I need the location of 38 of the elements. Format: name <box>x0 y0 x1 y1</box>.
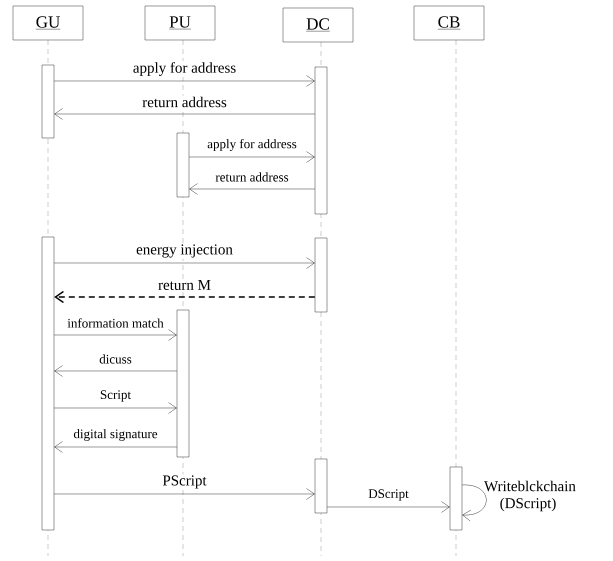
activation-bar <box>314 238 328 312</box>
message-arrow <box>54 488 315 500</box>
message-arrow <box>54 75 315 87</box>
participant-box: DC <box>282 8 354 42</box>
message-label: PScript <box>161 474 208 490</box>
message-label: information match <box>66 317 165 329</box>
message-label: return address <box>214 171 290 183</box>
participant-box: PU <box>144 6 216 40</box>
activation-bar <box>42 236 54 530</box>
message-arrow <box>54 402 177 414</box>
activation-bar <box>176 132 190 198</box>
message-arrow <box>54 329 177 341</box>
message-label: DScript <box>367 488 410 502</box>
self-message-arrow <box>462 484 486 522</box>
message-arrow <box>54 365 177 377</box>
activation-bar <box>42 64 54 138</box>
message-arrow <box>327 501 450 513</box>
message-label: digital signature <box>72 428 159 442</box>
participant-box: GU <box>12 6 84 40</box>
activation-bar <box>314 458 328 514</box>
message-label: energy injection <box>135 243 234 259</box>
message-label: return address <box>141 96 228 108</box>
activation-bar <box>450 466 462 530</box>
activation-bar <box>314 66 328 214</box>
message-arrow <box>54 441 177 453</box>
activation-bar <box>176 310 190 458</box>
message-label: dicuss <box>98 353 133 365</box>
message-arrow <box>54 257 315 269</box>
message-arrow <box>189 151 315 163</box>
message-arrow <box>189 183 315 195</box>
message-label: apply for address <box>206 138 298 152</box>
message-label: Writeblckchain (DScript) <box>484 480 576 512</box>
participant-box: CB <box>414 6 484 40</box>
message-arrow <box>54 108 315 120</box>
message-label: apply for address <box>132 61 238 77</box>
message-arrow <box>54 290 315 304</box>
message-label: Script <box>98 389 132 403</box>
message-label: return M <box>157 279 212 291</box>
